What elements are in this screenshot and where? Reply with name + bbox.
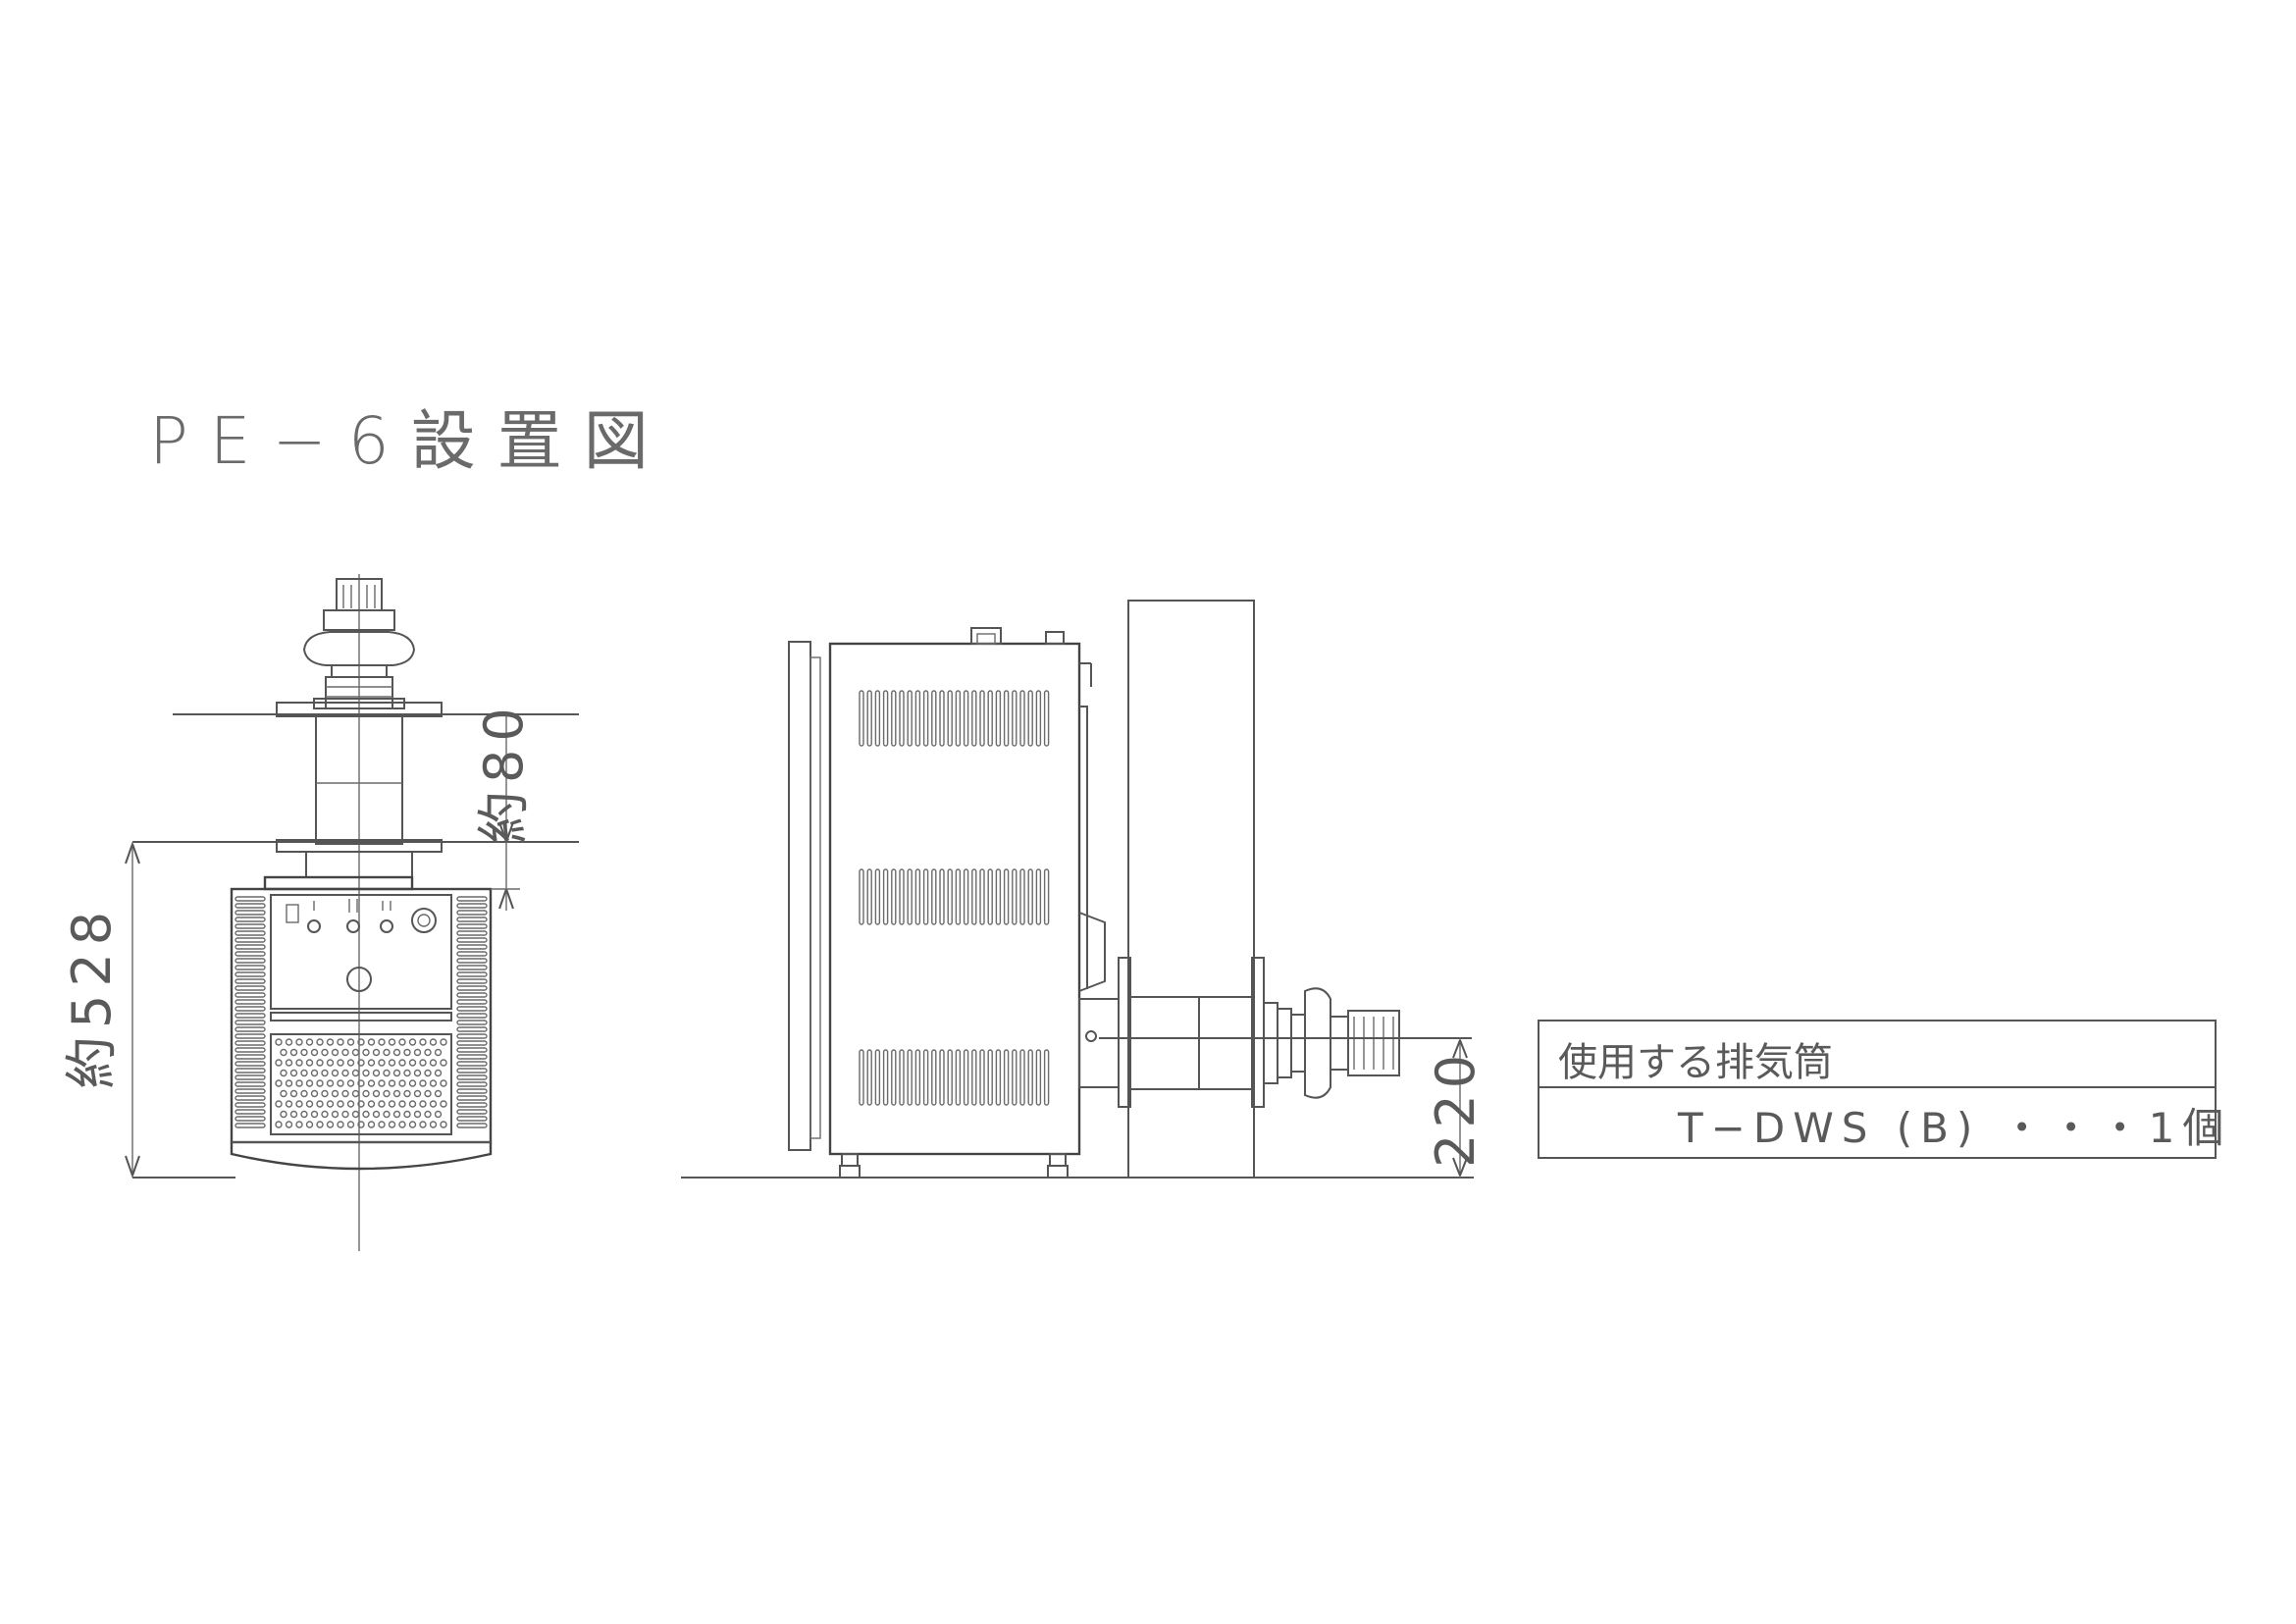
exhaust-pipe-table: 使用する排気筒 T−DWS (B) ・・・1個 (1538, 1020, 2231, 1159)
side-view: 220 (681, 600, 1487, 1179)
side-flue-pipe (1078, 957, 1472, 1108)
side-feet (839, 1153, 1069, 1179)
front-right-grille (456, 896, 488, 1128)
front-heater-body (230, 875, 493, 1171)
front-top-dimension: 約80 (473, 700, 535, 911)
front-left-grille (235, 896, 266, 1128)
front-view: 約528 約80 (61, 574, 579, 1251)
side-height-label: 220 (1425, 1049, 1487, 1168)
front-top-label: 約80 (473, 700, 535, 844)
table-header: 使用する排気筒 (1558, 1040, 1833, 1085)
table-row: T−DWS (B) ・・・1個 (1677, 1104, 2231, 1152)
side-height-dimension: 220 (1425, 1038, 1487, 1178)
front-perforation (275, 1038, 447, 1128)
side-vents (859, 690, 1050, 1106)
front-height-dimension: 約528 (61, 842, 235, 1179)
side-wall (1127, 600, 1255, 1179)
side-heater-body (828, 642, 1081, 1156)
drawing-title: PE−6設置図 (149, 403, 670, 479)
side-front-panel (788, 641, 811, 1151)
front-height-label: 約528 (61, 904, 123, 1089)
